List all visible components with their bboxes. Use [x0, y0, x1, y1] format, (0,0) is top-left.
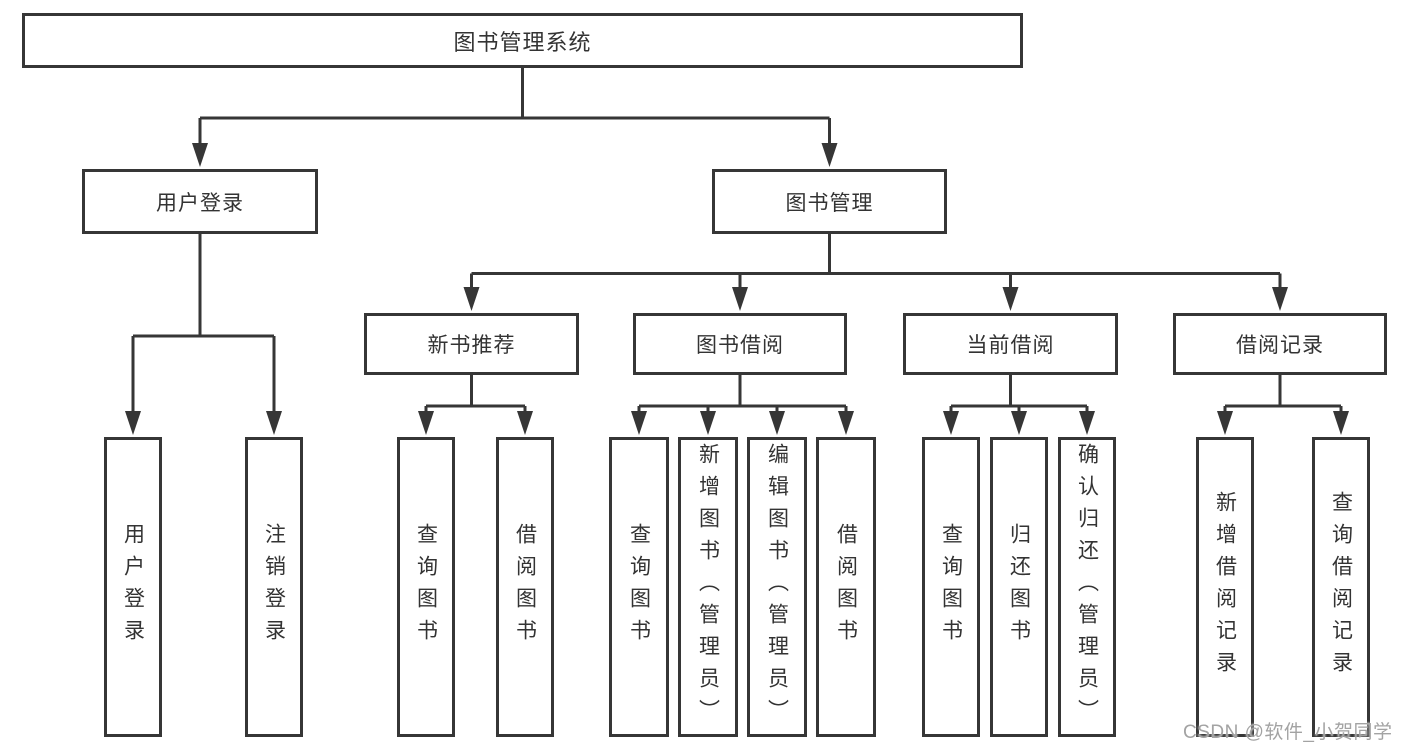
leaf-label: 用户登录: [121, 523, 145, 651]
leaf-label: 归还图书: [1007, 523, 1031, 651]
leaf-label: 查询借阅记录: [1329, 491, 1353, 683]
connector-user-login-to-leaves: [131, 234, 276, 420]
leaf-label: 查询图书: [939, 523, 963, 651]
leaf-label: 查询图书: [627, 523, 651, 651]
leaf-label: 借阅图书: [513, 523, 537, 651]
leaf-label: 新增图书（管理员）: [696, 443, 720, 731]
connector-borrow-records-to-leaves: [1223, 375, 1343, 420]
node-user-login: 用户登录: [82, 169, 318, 234]
leaf-user-login: 用户登录: [104, 437, 162, 737]
node-book-management: 图书管理: [712, 169, 947, 234]
leaf-label: 编辑图书（管理员）: [765, 443, 789, 731]
csdn-watermark: CSDN @软件_小贺同学: [1183, 722, 1393, 743]
arrowheads-borrow-records-leaves: [1217, 411, 1349, 435]
node-library-management-system: 图书管理系统: [22, 13, 1023, 68]
node-borrowing-records: 借阅记录: [1173, 313, 1387, 375]
leaf-query-books-rec: 查询图书: [397, 437, 455, 737]
leaf-query-books-current: 查询图书: [922, 437, 980, 737]
leaf-edit-books-admin: 编辑图书（管理员）: [747, 437, 807, 737]
node-current-borrowing: 当前借阅: [903, 313, 1118, 375]
leaf-label: 查询图书: [414, 523, 438, 651]
leaf-label: 确认归还（管理员）: [1075, 443, 1099, 731]
leaf-query-books-borrow: 查询图书: [609, 437, 669, 737]
leaf-label: 借阅图书: [834, 523, 858, 651]
leaf-add-borrow-record: 新增借阅记录: [1196, 437, 1254, 737]
connector-book-mgmt-to-level3: [470, 234, 1282, 292]
leaf-add-books-admin: 新增图书（管理员）: [678, 437, 738, 737]
leaf-label: 新增借阅记录: [1213, 491, 1237, 683]
node-new-book-recommendation: 新书推荐: [364, 313, 579, 375]
arrowheads-level2: [192, 143, 838, 167]
leaf-return-books: 归还图书: [990, 437, 1048, 737]
connector-root-to-level2: [198, 68, 831, 150]
leaf-logout: 注销登录: [245, 437, 303, 737]
leaf-borrow-books: 借阅图书: [816, 437, 876, 737]
connector-book-borrow-to-leaves: [637, 375, 848, 420]
arrowheads-book-borrow-leaves: [631, 411, 854, 435]
arrowheads-level3: [463, 287, 1288, 311]
arrowheads-new-book-rec-leaves: [418, 411, 533, 435]
arrowheads-user-login-leaves: [125, 411, 282, 435]
node-book-borrowing: 图书借阅: [633, 313, 847, 375]
arrowheads-current-borrow-leaves: [943, 411, 1095, 435]
leaf-query-borrow-record: 查询借阅记录: [1312, 437, 1370, 737]
connector-new-book-rec-to-leaves: [424, 375, 527, 420]
leaf-confirm-return-admin: 确认归还（管理员）: [1058, 437, 1116, 737]
leaf-label: 注销登录: [262, 523, 286, 651]
leaf-borrow-books-rec: 借阅图书: [496, 437, 554, 737]
